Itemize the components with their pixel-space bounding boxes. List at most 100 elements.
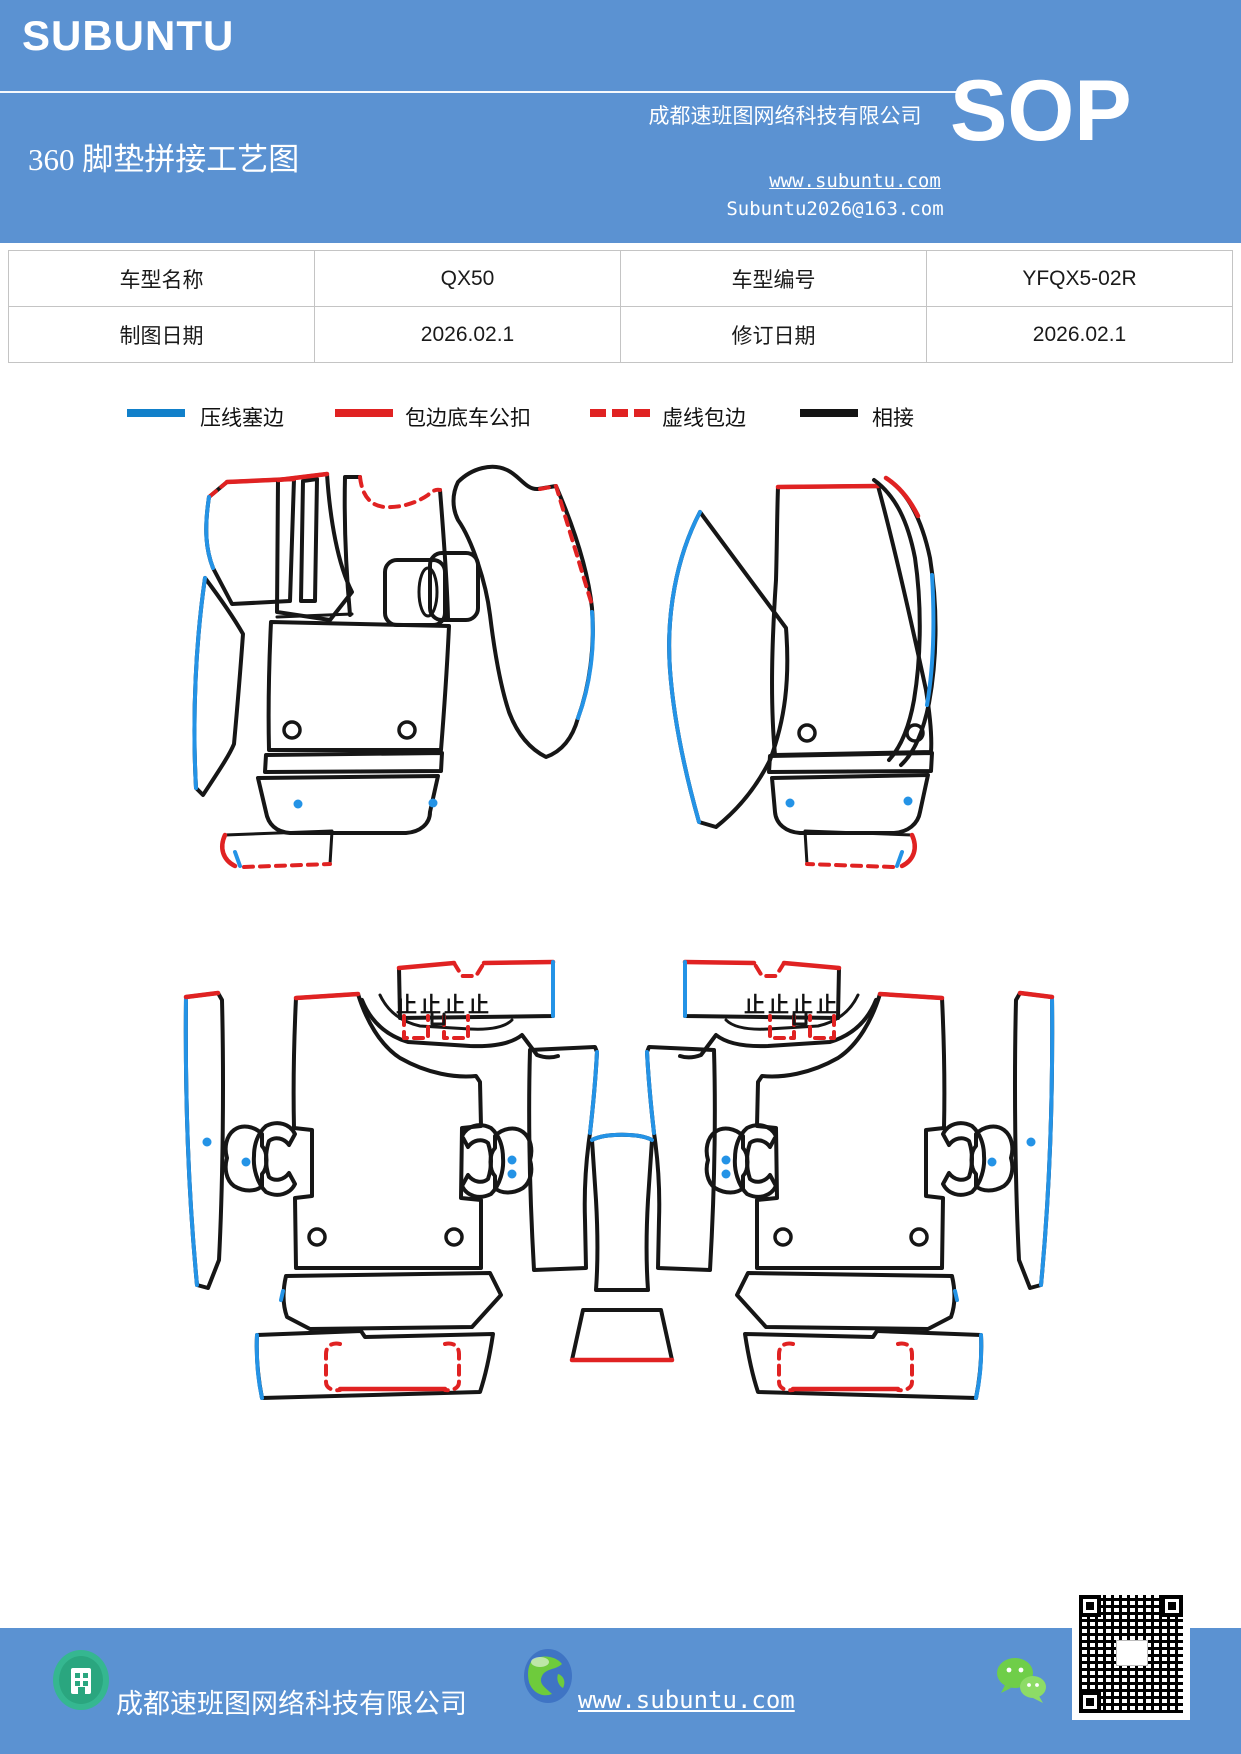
mid-flap-right xyxy=(735,1271,957,1331)
edge-blue xyxy=(925,573,936,707)
header-banner xyxy=(0,0,1241,243)
legend-swatch-dashed xyxy=(590,409,650,417)
edge-blue xyxy=(576,610,595,720)
tunnel-foot xyxy=(570,1308,674,1362)
edge-dashed-pocket xyxy=(324,1341,461,1393)
page-title: 360 脚垫拼接工艺图 xyxy=(28,142,300,177)
heel-pad xyxy=(428,551,480,622)
edge-blue-tick xyxy=(953,1289,959,1302)
clip-marks-text: 止止止止 xyxy=(744,994,840,1017)
vehicle-info-table: 车型名称 QX50 车型编号 YFQX5-02R 制图日期 2026.02.1 … xyxy=(8,250,1233,363)
header-website-link[interactable]: www.subuntu.com xyxy=(769,170,941,192)
model-code-label: 车型编号 xyxy=(620,250,927,307)
snap-dot xyxy=(428,798,438,808)
rear-right-mat xyxy=(755,992,947,1270)
header-company-name: 成都速班图网络科技有限公司 xyxy=(648,104,922,128)
legend-swatch-red xyxy=(335,409,393,417)
collar-band-inner xyxy=(724,993,860,1031)
edge-blue xyxy=(233,850,242,868)
side-bracket xyxy=(704,1123,778,1199)
center-strip-left xyxy=(527,1045,599,1272)
fixing-hole xyxy=(909,1227,929,1247)
edge-dashed xyxy=(538,484,594,607)
front-left-floor xyxy=(266,620,451,752)
bottom-flap xyxy=(256,774,440,835)
qr-finder-icon xyxy=(1079,1691,1101,1713)
front-mats-diagram xyxy=(192,464,938,869)
tunnel-piece xyxy=(590,1132,654,1292)
footer-company-name: 成都速班图网络科技有限公司 xyxy=(116,1689,467,1719)
wechat-icon xyxy=(997,1658,1046,1703)
bottom-flap xyxy=(770,773,930,835)
front-left-outer-piece xyxy=(451,464,595,759)
heel-pad-lens xyxy=(417,566,439,618)
edge-dashed-pocket xyxy=(777,1341,914,1393)
brand-logo: SUBUNTU xyxy=(22,12,235,59)
snap-dot xyxy=(785,798,795,808)
fixing-hole xyxy=(773,1227,793,1247)
edge-dashed-notch xyxy=(752,961,786,978)
edge-red xyxy=(183,990,221,1000)
side-bracket xyxy=(941,1121,1015,1197)
heel-pad xyxy=(383,558,447,627)
heel-flap xyxy=(803,829,914,866)
revise-date-label: 修订日期 xyxy=(620,306,927,363)
front-left-flap xyxy=(204,477,296,606)
clip-notch xyxy=(792,1012,808,1026)
edge-blue xyxy=(645,1050,656,1135)
snap-dot xyxy=(1026,1137,1036,1147)
edge-red xyxy=(682,959,842,971)
edge-dashed xyxy=(207,480,229,499)
edge-red xyxy=(775,483,881,490)
bottom-bar xyxy=(767,751,934,774)
fixing-hole xyxy=(444,1227,464,1247)
edge-dashed-notch xyxy=(358,475,442,510)
edge-red xyxy=(275,471,330,483)
legend-label-blue: 压线塞边 xyxy=(200,407,284,430)
mid-flap-left xyxy=(281,1271,503,1331)
edge-red xyxy=(220,832,238,869)
edge-red xyxy=(899,832,917,869)
building-icon xyxy=(53,1650,109,1710)
strip-inner xyxy=(872,478,922,762)
rear-left-mat xyxy=(291,992,483,1270)
snap-dot xyxy=(721,1169,731,1179)
edge-red xyxy=(396,959,556,971)
edge-blue xyxy=(254,1333,264,1400)
qr-finder-icon xyxy=(1161,1595,1183,1617)
sop-badge: SOP xyxy=(950,63,1132,159)
legend-swatch-black xyxy=(800,409,858,417)
edge-blue xyxy=(588,1050,599,1135)
edge-dashed-notch xyxy=(452,961,486,978)
divider-strip xyxy=(299,477,319,603)
front-left-body-top xyxy=(342,475,450,620)
table-row: 车型名称 QX50 车型编号 YFQX5-02R xyxy=(8,250,1233,307)
legend-label-black: 相接 xyxy=(872,407,914,430)
footer-website-link[interactable]: www.subuntu.com xyxy=(578,1686,795,1714)
legend-label-dashed: 虚线包边 xyxy=(662,407,746,430)
center-strip-right xyxy=(645,1045,717,1272)
fixing-hole xyxy=(397,720,417,740)
edge-blue xyxy=(895,850,904,868)
fixing-hole xyxy=(797,723,817,743)
heel-flap xyxy=(223,829,334,866)
snap-dot xyxy=(987,1157,997,1167)
snap-dot xyxy=(241,1157,251,1167)
qr-center-logo xyxy=(1116,1640,1148,1666)
qr-code xyxy=(1072,1588,1190,1720)
edge-blue xyxy=(667,510,702,824)
snap-dot xyxy=(202,1137,212,1147)
edge-blue xyxy=(204,495,215,570)
draw-date-value: 2026.02.1 xyxy=(314,306,621,363)
edge-red xyxy=(1017,990,1055,1000)
edge-blue xyxy=(183,995,199,1287)
fixing-hole xyxy=(307,1227,327,1247)
snap-dot xyxy=(293,799,303,809)
rear-mats-diagram: 止止止止 止止止止 xyxy=(183,959,1055,1400)
side-bracket xyxy=(460,1123,534,1199)
model-name-label: 车型名称 xyxy=(8,250,315,307)
edge-red xyxy=(293,991,361,1001)
legend-swatch-blue xyxy=(127,409,185,417)
header-email: Subuntu2026@163.com xyxy=(726,198,944,220)
